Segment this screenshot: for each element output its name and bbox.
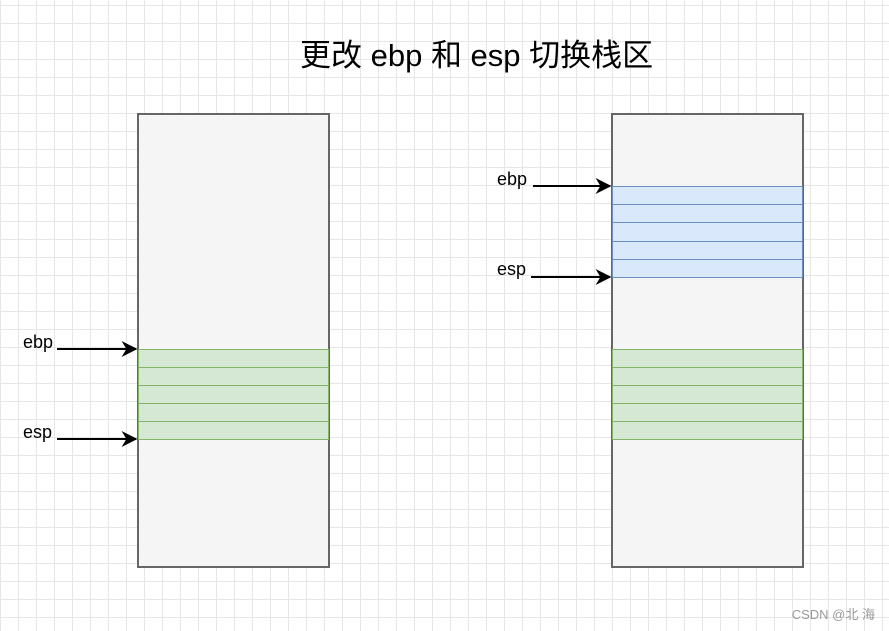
left-ebp-label: ebp [23,332,54,352]
diagram-title: 更改 ebp 和 esp 切换栈区 [300,38,654,73]
left-stack-frame [138,421,329,440]
right-esp-label: esp [497,259,527,279]
left-stack [137,113,330,568]
watermark: CSDN @北 海 [791,607,875,622]
right-old-stack-frame [612,421,803,440]
right-new-stack-frame [612,258,803,278]
right-ebp-label: ebp [497,169,528,189]
left-esp-label: esp [23,422,53,442]
